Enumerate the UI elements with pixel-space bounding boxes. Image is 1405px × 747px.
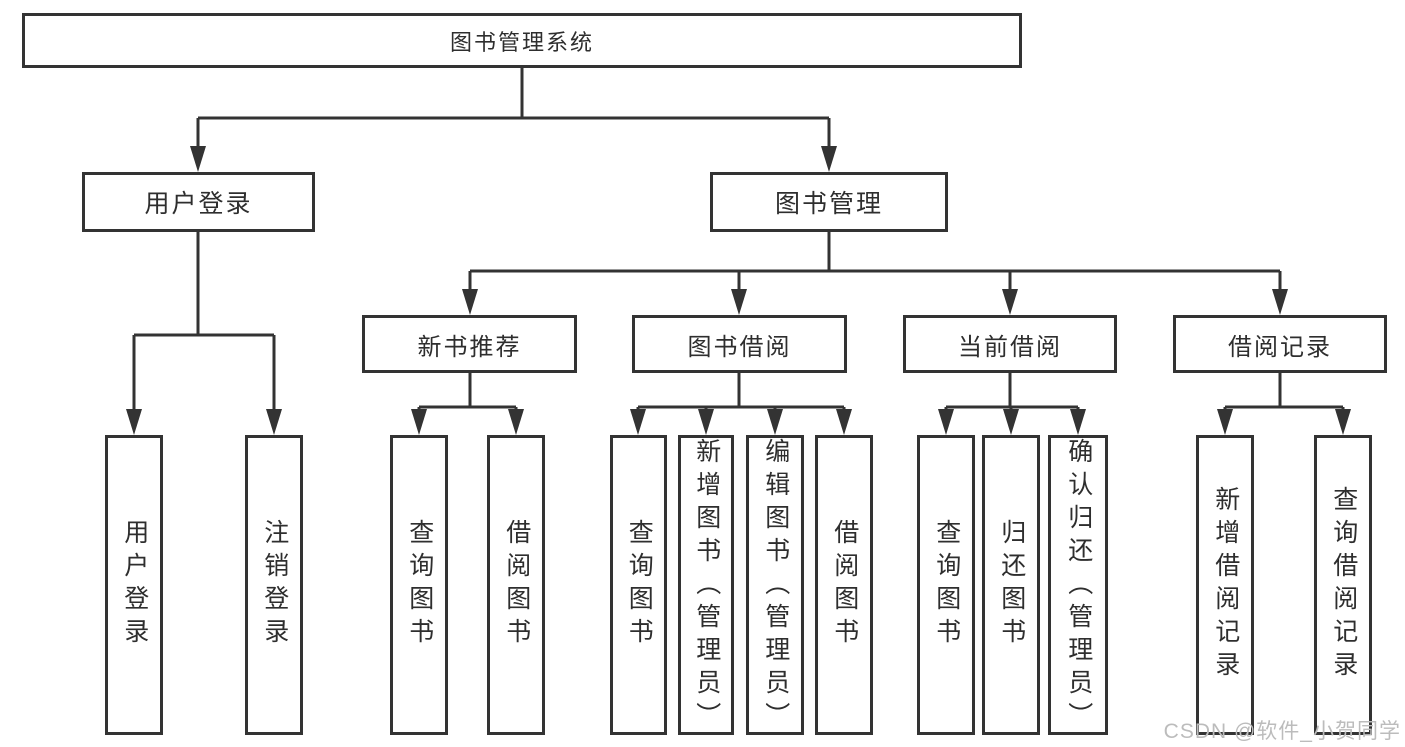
leaf-query-books-recommend: 查询图书 <box>390 435 448 735</box>
leaf-query-books-borrow: 查询图书 <box>610 435 667 735</box>
node-current-borrow: 当前借阅 <box>903 315 1117 373</box>
node-borrow-records: 借阅记录 <box>1173 315 1387 373</box>
leaf-add-borrow-record: 新增借阅记录 <box>1196 435 1254 735</box>
csdn-watermark: CSDN @软件_小贺同学 <box>1163 720 1401 743</box>
leaf-return-book: 归还图书 <box>982 435 1040 735</box>
leaf-query-borrow-record: 查询借阅记录 <box>1314 435 1372 735</box>
arrowhead-icons <box>126 146 1351 435</box>
leaf-query-books-current: 查询图书 <box>917 435 975 735</box>
node-book-management: 图书管理 <box>710 172 948 232</box>
leaf-confirm-return-admin: 确认归还（管理员） <box>1048 435 1108 735</box>
node-book-borrow: 图书借阅 <box>632 315 847 373</box>
leaf-logout: 注销登录 <box>245 435 303 735</box>
node-new-book-recommend: 新书推荐 <box>362 315 577 373</box>
leaf-add-book-admin: 新增图书（管理员） <box>678 435 734 735</box>
leaf-borrow-books: 借阅图书 <box>815 435 873 735</box>
node-user-login: 用户登录 <box>82 172 315 232</box>
leaf-user-login: 用户登录 <box>105 435 163 735</box>
leaf-borrow-books-recommend: 借阅图书 <box>487 435 545 735</box>
edge-lines <box>132 68 1345 422</box>
leaf-edit-book-admin: 编辑图书（管理员） <box>746 435 804 735</box>
node-root: 图书管理系统 <box>22 13 1022 68</box>
